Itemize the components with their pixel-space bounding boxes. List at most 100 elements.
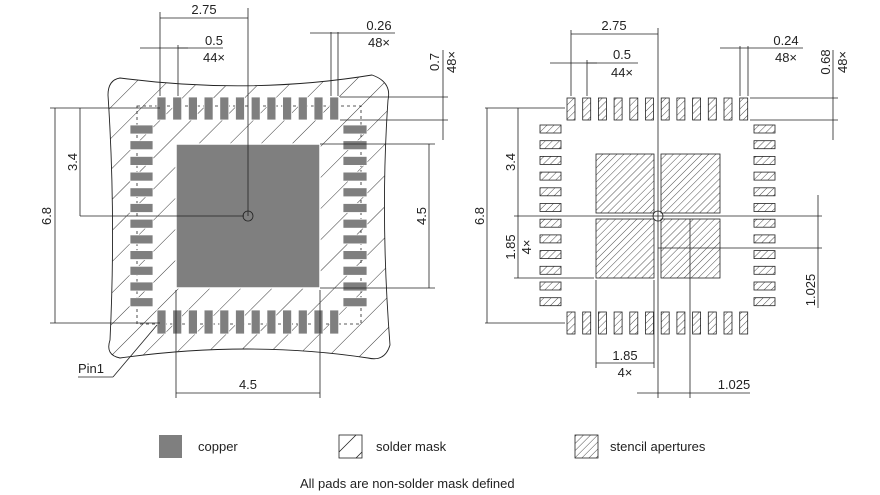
dim-pitch: 0.5 bbox=[613, 47, 631, 62]
stencil-pads bbox=[539, 97, 776, 335]
legend: copper solder mask stencil apertures bbox=[159, 434, 706, 459]
pad bbox=[566, 97, 576, 121]
pad bbox=[598, 97, 607, 121]
pad bbox=[692, 311, 701, 335]
pad bbox=[172, 96, 183, 121]
pad bbox=[707, 311, 717, 335]
pad bbox=[566, 311, 576, 335]
pad bbox=[539, 297, 562, 307]
pad bbox=[739, 97, 749, 121]
legend-stencil-swatch bbox=[574, 434, 599, 459]
pad bbox=[129, 218, 154, 229]
pin1-label: Pin1 bbox=[78, 361, 104, 376]
pad bbox=[539, 218, 562, 228]
pad bbox=[129, 140, 154, 151]
pad bbox=[235, 96, 245, 121]
legend-solder-mask: solder mask bbox=[376, 439, 447, 454]
dim-pitch-count: 44× bbox=[203, 50, 225, 65]
dim-pad-width-count: 48× bbox=[775, 50, 797, 65]
dim-row-half: 3.4 bbox=[503, 153, 518, 171]
pad bbox=[707, 97, 717, 121]
pad bbox=[342, 155, 368, 166]
pad bbox=[582, 97, 592, 121]
pad bbox=[753, 265, 776, 275]
pad bbox=[753, 234, 776, 244]
stencil-aperture bbox=[660, 218, 721, 279]
dim-pad-width-count: 48× bbox=[368, 35, 390, 50]
dim-pad-height: 4.5 bbox=[414, 207, 429, 225]
stencil-aperture bbox=[595, 218, 655, 279]
pad bbox=[342, 203, 368, 213]
pad bbox=[329, 96, 340, 121]
pad bbox=[598, 311, 607, 335]
pad bbox=[342, 218, 368, 229]
pad bbox=[342, 187, 368, 198]
pad bbox=[203, 309, 214, 335]
pad bbox=[723, 97, 733, 121]
pad bbox=[539, 187, 562, 197]
pad bbox=[266, 309, 277, 335]
dimension-lines bbox=[485, 28, 838, 398]
pad bbox=[539, 281, 562, 291]
dim-aperture-h-count: 4× bbox=[618, 365, 633, 380]
pad bbox=[342, 297, 368, 308]
pad bbox=[753, 171, 776, 181]
pad bbox=[203, 96, 214, 121]
pad bbox=[187, 309, 198, 335]
dim-offset-v: 1.025 bbox=[803, 274, 818, 307]
pad bbox=[692, 97, 701, 121]
pad bbox=[753, 187, 776, 197]
pad bbox=[342, 265, 368, 276]
pad bbox=[660, 311, 670, 335]
pad bbox=[753, 297, 776, 307]
dimension-lines bbox=[50, 8, 448, 398]
dim-pad-width: 0.24 bbox=[773, 33, 798, 48]
pad bbox=[219, 309, 230, 335]
legend-stencil: stencil apertures bbox=[610, 439, 706, 454]
pad bbox=[753, 124, 776, 134]
pad bbox=[613, 97, 623, 121]
pad bbox=[342, 140, 368, 151]
pad bbox=[172, 309, 183, 335]
dim-pad-width-bottom: 4.5 bbox=[239, 377, 257, 392]
pad bbox=[342, 171, 368, 182]
pad bbox=[282, 96, 293, 121]
pad bbox=[129, 187, 154, 198]
pad bbox=[753, 203, 776, 212]
pad bbox=[297, 96, 308, 121]
dim-offset-h: 1.025 bbox=[718, 377, 751, 392]
pad bbox=[129, 171, 154, 182]
dim-aperture-v: 1.85 bbox=[503, 234, 518, 259]
pad bbox=[129, 250, 154, 261]
note: All pads are non-solder mask defined bbox=[300, 476, 515, 491]
pad bbox=[539, 234, 562, 244]
stencil-view: 2.75 0.5 44× 0.24 48× 0.68 48× 3.4 6.8 1… bbox=[472, 18, 850, 398]
dim-row-half: 3.4 bbox=[65, 153, 80, 171]
pad bbox=[539, 265, 562, 275]
pad bbox=[539, 250, 562, 260]
pad bbox=[342, 250, 368, 261]
pad bbox=[539, 124, 562, 134]
pad bbox=[129, 124, 154, 135]
pad bbox=[753, 155, 776, 165]
dim-pad-length: 0.7 bbox=[427, 53, 442, 71]
pad bbox=[645, 311, 654, 335]
pad bbox=[313, 309, 324, 335]
pad bbox=[129, 297, 154, 308]
pad bbox=[129, 203, 154, 213]
pad bbox=[645, 97, 654, 121]
pad bbox=[219, 96, 230, 121]
pad bbox=[539, 155, 562, 165]
pad bbox=[156, 309, 167, 335]
dim-row-span: 6.8 bbox=[39, 207, 54, 225]
dim-aperture-v-count: 4× bbox=[519, 240, 534, 255]
dim-pitch-span: 2.75 bbox=[191, 2, 216, 17]
copper-pads bbox=[129, 96, 368, 335]
pad bbox=[235, 309, 245, 335]
dim-pad-length-count: 48× bbox=[835, 51, 850, 73]
pad bbox=[329, 309, 340, 335]
pad bbox=[676, 311, 686, 335]
dim-row-span: 6.8 bbox=[472, 207, 487, 225]
pad bbox=[342, 281, 368, 292]
pad bbox=[129, 234, 154, 245]
